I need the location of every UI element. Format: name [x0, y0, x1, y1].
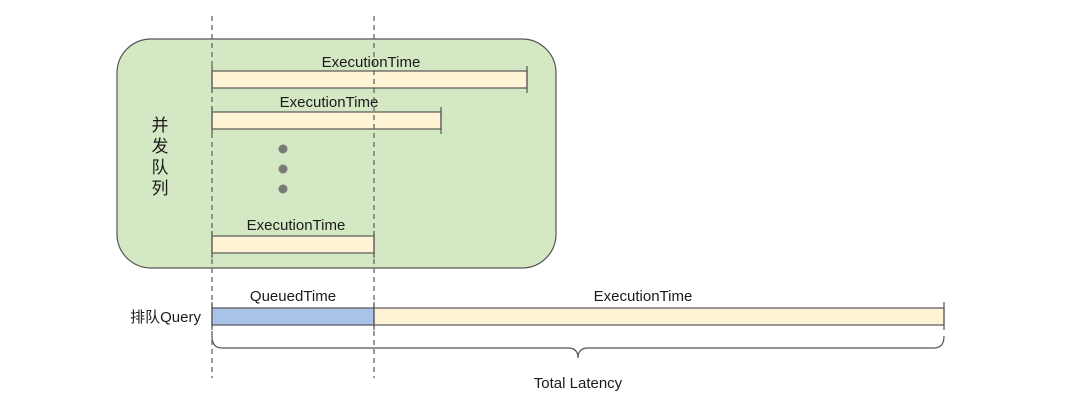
ellipsis-dot: [278, 184, 288, 194]
total-latency-label: Total Latency: [534, 375, 623, 392]
queue-label-char-2: 发: [152, 137, 169, 156]
query-execution-time-bar: [373, 307, 945, 326]
total-latency-brace: [211, 335, 945, 359]
execution-bar-1: [211, 70, 528, 89]
execution-bar-2-label: ExecutionTime: [280, 94, 379, 111]
execution-bar-2: [211, 111, 442, 130]
concurrent-queue-label: 并 发 队 列: [152, 116, 169, 198]
queue-label-char-4: 列: [152, 179, 169, 198]
execution-bar-1-label: ExecutionTime: [322, 54, 421, 71]
concurrent-queue-box: [116, 38, 557, 269]
queued-time-label: QueuedTime: [250, 288, 336, 305]
execution-bar-3: [211, 235, 375, 254]
ellipsis-dot: [278, 144, 288, 154]
queue-label-char-1: 并: [152, 116, 169, 135]
queued-time-bar: [211, 307, 375, 326]
ellipsis-dot: [278, 164, 288, 174]
ellipsis-dots: [278, 144, 288, 194]
query-execution-time-label: ExecutionTime: [594, 288, 693, 305]
queued-query-row-label: 排队Query: [130, 309, 201, 326]
queue-label-char-3: 队: [152, 158, 169, 177]
execution-bar-3-label: ExecutionTime: [247, 217, 346, 234]
